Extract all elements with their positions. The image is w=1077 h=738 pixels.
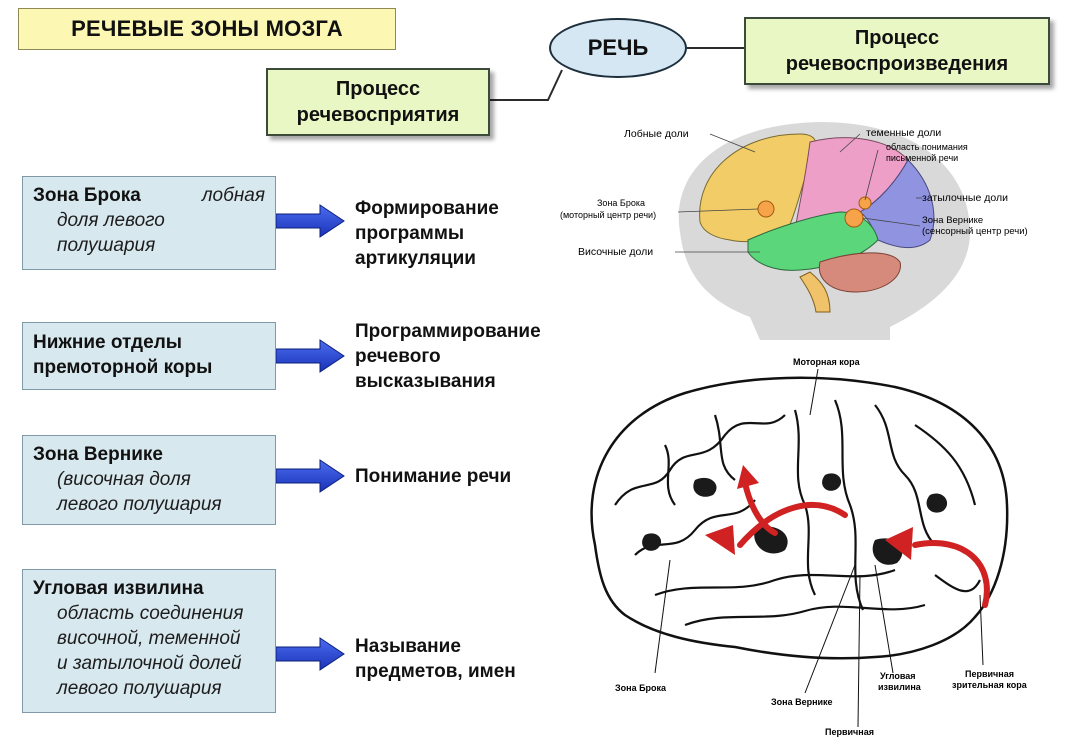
zone-desc-broca-1: доля левого bbox=[57, 210, 165, 231]
label-angular-1: Угловая bbox=[880, 671, 916, 681]
production-line2: речевоспроизведения bbox=[785, 53, 1009, 75]
cerebellum bbox=[818, 252, 901, 293]
brain-anatomy-illustration: Моторная кора Зона Брока Зона Вернике Уг… bbox=[590, 357, 1028, 737]
zone-box-broca: Зона Брока лобная доля левого полушария bbox=[22, 176, 276, 270]
zone-box-angular: Угловая извилина область соединения висо… bbox=[22, 569, 276, 713]
zone-name-angular: Угловая извилина bbox=[33, 578, 204, 599]
function-broca-3: артикуляции bbox=[355, 248, 476, 269]
zone-name-premotor-2: премоторной коры bbox=[33, 357, 213, 378]
zone-name-wernicke: Зона Вернике bbox=[33, 444, 163, 465]
label-broca-bottom: Зона Брока bbox=[615, 683, 667, 693]
label-wernicke-2: (сенсорный центр речи) bbox=[922, 226, 1028, 237]
label-temporal: Височные доли bbox=[578, 246, 653, 258]
label-visual-1: Первичная bbox=[965, 669, 1014, 679]
arrow-angular bbox=[276, 637, 345, 671]
zone-desc-angular-3: и затылочной долей bbox=[57, 653, 242, 674]
arrow-premotor bbox=[276, 339, 345, 373]
function-premotor-2: речевого bbox=[355, 346, 441, 367]
label-broca-2: (моторный центр речи) bbox=[560, 210, 656, 220]
perception-line1: Процесс bbox=[335, 78, 421, 100]
label-occipital: затылочные доли bbox=[922, 192, 1008, 204]
brain-lobes-illustration: Лобные доли теменные доли область понима… bbox=[560, 122, 1028, 340]
label-wernicke-bottom: Зона Вернике bbox=[771, 697, 833, 707]
label-wernicke-1: Зона Вернике bbox=[922, 215, 983, 226]
function-broca-1: Формирование bbox=[355, 198, 499, 219]
function-broca-2: программы bbox=[355, 223, 465, 244]
function-wernicke: Понимание речи bbox=[355, 464, 511, 489]
diagram-title: РЕЧЕВЫЕ ЗОНЫ МОЗГА bbox=[18, 8, 396, 50]
function-angular: Называние предметов, имен bbox=[355, 634, 516, 684]
brain-stem bbox=[799, 271, 831, 313]
perception-line2: речевосприятия bbox=[296, 104, 460, 126]
function-angular-2: предметов, имен bbox=[355, 661, 516, 682]
label-angular-2: извилина bbox=[878, 682, 922, 692]
function-broca: Формирование программы артикуляции bbox=[355, 196, 499, 271]
label-written-1: область понимания bbox=[886, 142, 968, 152]
function-angular-1: Называние bbox=[355, 636, 461, 657]
label-parietal: теменные доли bbox=[866, 127, 941, 139]
red-arrows bbox=[737, 480, 990, 608]
zone-desc-wernicke-1: (височная доля bbox=[57, 469, 191, 490]
function-premotor-1: Программирование bbox=[355, 321, 541, 342]
label-written-2: письменной речи bbox=[886, 153, 958, 163]
speech-ellipse: РЕЧЬ bbox=[549, 18, 687, 78]
broca-marker bbox=[757, 200, 775, 218]
production-box: Процесс речевоспроизведения bbox=[744, 17, 1050, 85]
label-primary: Первичная bbox=[825, 727, 874, 737]
label-frontal: Лобные доли bbox=[624, 128, 689, 140]
zone-name-suffix-broca: лобная bbox=[201, 185, 265, 206]
perception-box: Процесс речевосприятия bbox=[266, 68, 490, 136]
zone-name-premotor-1: Нижние отделы bbox=[33, 332, 182, 353]
zone-desc-angular-1: область соединения bbox=[57, 603, 244, 624]
connector-lines bbox=[490, 47, 744, 101]
label-motor-cortex: Моторная кора bbox=[793, 357, 861, 367]
function-wernicke-1: Понимание речи bbox=[355, 466, 512, 487]
label-visual-2: зрительная кора bbox=[952, 680, 1028, 690]
arrow-broca bbox=[276, 204, 345, 238]
zone-desc-broca-2: полушария bbox=[57, 235, 156, 256]
function-premotor-3: высказывания bbox=[355, 371, 496, 392]
zone-desc-angular-4: левого полушария bbox=[57, 678, 222, 699]
zone-box-wernicke: Зона Вернике (височная доля левого полуш… bbox=[22, 435, 276, 525]
label-broca-1: Зона Брока bbox=[597, 198, 645, 208]
function-premotor: Программирование речевого высказывания bbox=[355, 319, 541, 394]
zone-desc-angular-2: височной, теменной bbox=[57, 628, 241, 649]
production-line1: Процесс bbox=[854, 27, 940, 49]
zone-name-broca: Зона Брока bbox=[33, 185, 141, 206]
wernicke-marker bbox=[844, 208, 864, 228]
zone-box-premotor: Нижние отделы премоторной коры bbox=[22, 322, 276, 390]
arrow-wernicke bbox=[276, 459, 345, 493]
zone-desc-wernicke-2: левого полушария bbox=[57, 494, 222, 515]
written-marker bbox=[858, 196, 872, 210]
